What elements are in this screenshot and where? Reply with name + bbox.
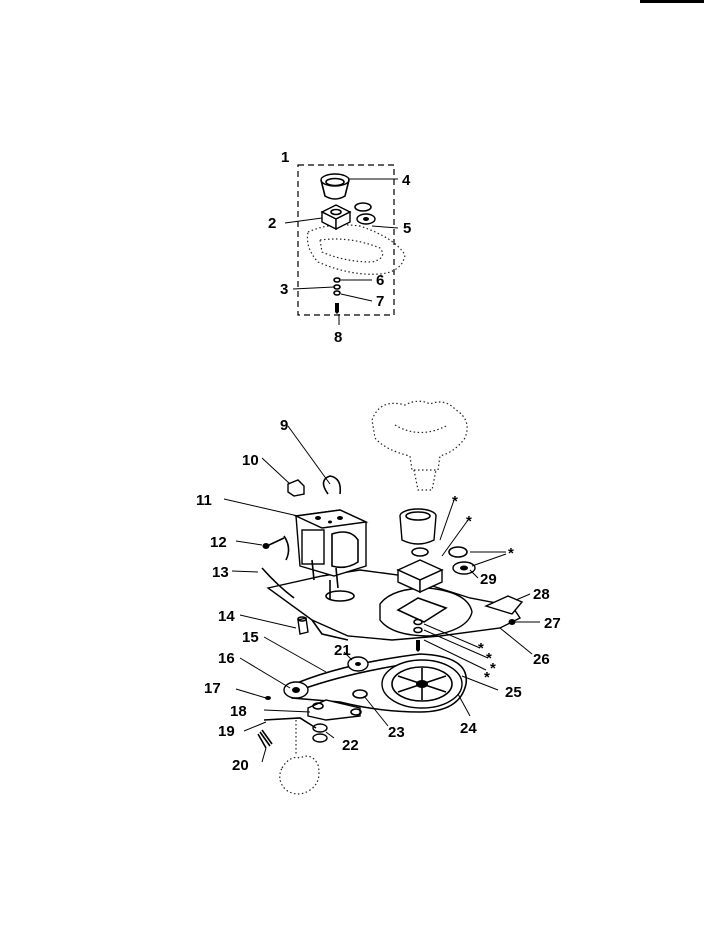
- housing-outline: [306, 224, 406, 275]
- callout-18: 18: [230, 703, 247, 720]
- asterisk-6: *: [490, 660, 496, 677]
- screw-part-12: [262, 537, 285, 549]
- wire-part-13: [261, 567, 295, 599]
- callout-14: 14: [218, 608, 235, 625]
- callout-5: 5: [403, 220, 411, 237]
- callout-27: 27: [544, 615, 561, 632]
- idler-bracket: [263, 699, 362, 743]
- tab-part-28: [484, 595, 524, 615]
- fastener-stack: [333, 277, 341, 314]
- callout-23: 23: [388, 724, 405, 741]
- callout-8: 8: [334, 329, 342, 346]
- callout-12: 12: [210, 534, 227, 551]
- asterisk-5: *: [486, 650, 492, 667]
- ring-part-29: [448, 546, 476, 575]
- bracket: [379, 587, 473, 637]
- callout-28: 28: [533, 586, 550, 603]
- assembly-1: 1 2 3 4 5 6 7 8: [268, 149, 411, 346]
- housing-inner: [319, 238, 384, 263]
- clip-part-9: [322, 475, 342, 495]
- callout-15: 15: [242, 629, 259, 646]
- callout-24: 24: [460, 720, 477, 737]
- callout-4: 4: [402, 172, 411, 189]
- callout-21: 21: [334, 642, 351, 659]
- callout-1: 1: [281, 149, 289, 166]
- callout-16: 16: [218, 650, 235, 667]
- pulley-part-24: [381, 659, 463, 709]
- callout-19: 19: [218, 723, 235, 740]
- callout-7: 7: [376, 293, 384, 310]
- ring-part-5: [354, 202, 376, 225]
- asterisk-7: *: [484, 669, 490, 686]
- callout-17: 17: [204, 680, 221, 697]
- callout-3: 3: [280, 281, 288, 298]
- asterisk-2: *: [466, 513, 472, 530]
- callout-22: 22: [342, 737, 359, 754]
- idler-part-21: [347, 656, 369, 699]
- callout-11: 11: [196, 492, 212, 509]
- assembly-1-dashed-box: [297, 164, 395, 316]
- pulley-part-16: [283, 681, 309, 699]
- callout-10: 10: [242, 452, 259, 469]
- callout-29: 29: [480, 571, 497, 588]
- cap-part-10: [287, 479, 305, 497]
- cup-part-4: [320, 173, 350, 200]
- assembly-2: * * * * * * * 9 10 11 12 13 14 15 16 17 …: [196, 400, 561, 795]
- drive-shaft-stack: [396, 508, 444, 652]
- block-part-2: [320, 204, 352, 231]
- pin-part-17: [265, 696, 271, 700]
- motor-part-11: [293, 509, 369, 589]
- callout-9: 9: [280, 417, 288, 434]
- callout-2: 2: [268, 215, 276, 232]
- callout-6: 6: [376, 272, 384, 289]
- asterisk-1: *: [452, 493, 458, 510]
- callout-25: 25: [505, 684, 522, 701]
- scan-edge-mark: [640, 0, 704, 3]
- callout-26: 26: [533, 651, 550, 668]
- spring-part-20: [257, 729, 273, 749]
- asterisk-3: *: [508, 545, 514, 562]
- callout-13: 13: [212, 564, 229, 581]
- callout-20: 20: [232, 757, 249, 774]
- pulley-dotted: [279, 755, 320, 795]
- spacer-part-14: [297, 616, 309, 635]
- asterisk-4: *: [478, 640, 484, 657]
- agitator-dotted: [371, 400, 468, 471]
